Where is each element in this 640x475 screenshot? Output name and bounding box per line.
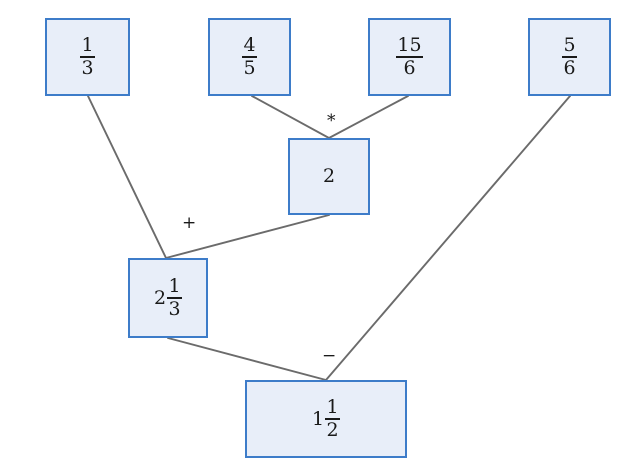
tree-edge <box>87 95 167 259</box>
fraction-numerator: 4 <box>243 33 256 56</box>
operator-label: * <box>327 111 336 131</box>
fraction-numerator: 1 <box>81 33 94 56</box>
fraction-bar <box>167 297 183 299</box>
tree-edge <box>167 337 327 381</box>
node-integer: 2 <box>322 165 336 187</box>
fraction-bar <box>242 56 257 58</box>
node-value: 2 <box>323 167 335 186</box>
fraction-bar <box>325 418 341 420</box>
fraction-denominator: 6 <box>563 56 576 79</box>
node-whole-part: 1 <box>311 407 325 430</box>
fraction-bar <box>562 56 577 58</box>
tree-edge <box>251 95 330 139</box>
fraction-denominator: 3 <box>168 297 181 320</box>
fraction-denominator: 6 <box>403 56 416 79</box>
fraction-numerator: 5 <box>563 33 576 56</box>
tree-edge <box>328 95 409 139</box>
fraction-denominator: 5 <box>243 56 256 79</box>
tree-node[interactable]: 2 <box>288 138 370 215</box>
fraction-bar <box>396 56 423 58</box>
fraction-numerator: 15 <box>397 33 422 56</box>
node-whole-part: 2 <box>153 286 167 309</box>
fraction-denominator: 2 <box>326 418 339 441</box>
fraction-numerator: 1 <box>326 395 339 418</box>
fraction-bar <box>80 56 95 58</box>
fraction-numerator: 1 <box>168 274 181 297</box>
operator-label: − <box>322 346 337 366</box>
operator-label: + <box>182 213 197 233</box>
fraction-denominator: 3 <box>81 56 94 79</box>
